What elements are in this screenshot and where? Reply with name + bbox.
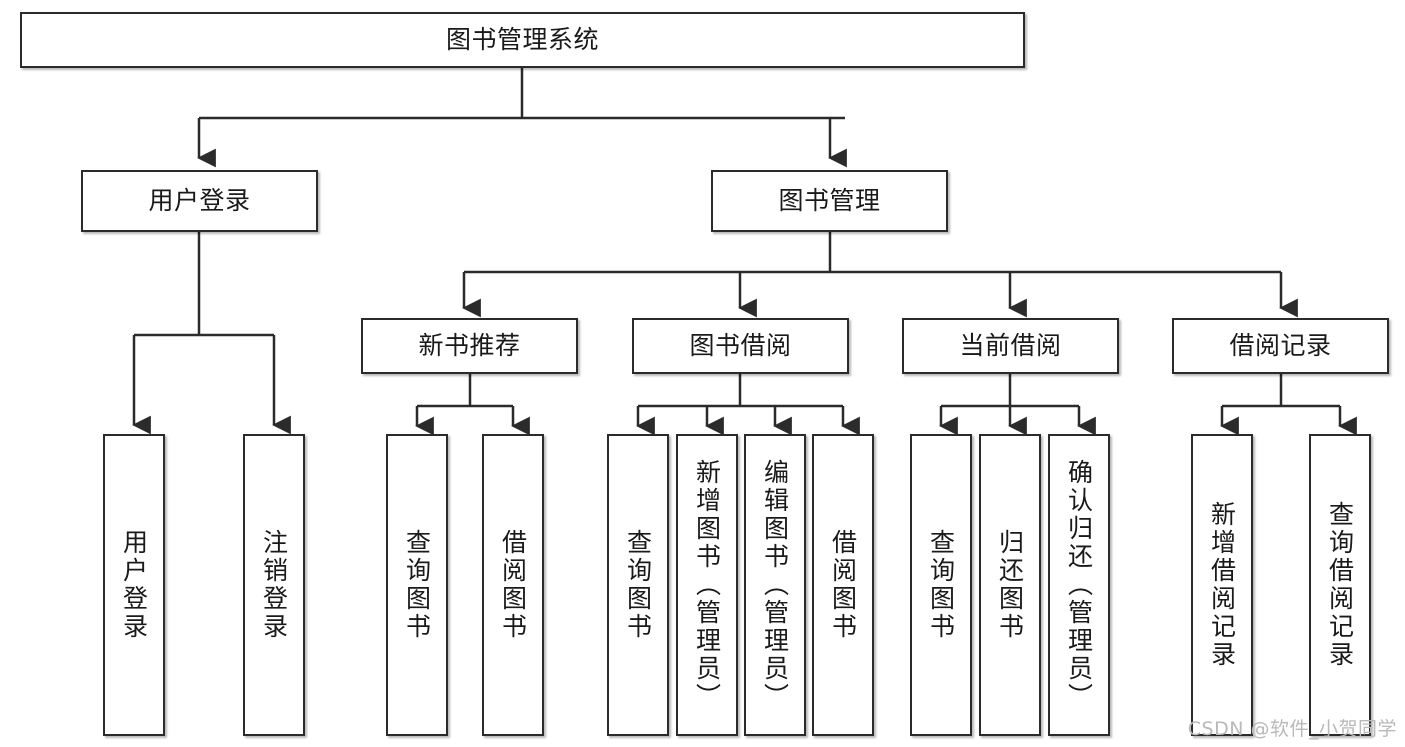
node-label: 归还图书 — [995, 529, 1025, 641]
node-book-borrow[interactable]: 图书借阅 — [632, 318, 849, 374]
node-leaf-edit-book[interactable]: 编辑图书（管理员） — [744, 434, 806, 736]
node-user-login[interactable]: 用户登录 — [81, 170, 318, 232]
node-leaf-borrow-book-2[interactable]: 借阅图书 — [812, 434, 874, 736]
node-leaf-user-login[interactable]: 用户登录 — [103, 434, 165, 736]
node-leaf-confirm-return[interactable]: 确认归还（管理员） — [1048, 434, 1110, 736]
node-label: 新书推荐 — [418, 331, 521, 360]
node-label: 注销登录 — [259, 529, 289, 641]
node-leaf-query-book-2[interactable]: 查询图书 — [607, 434, 669, 736]
node-label: 确认归还（管理员） — [1064, 459, 1094, 711]
node-label: 图书借阅 — [689, 331, 792, 360]
watermark: CSDN @软件_小贺同学 — [1187, 718, 1397, 740]
node-new-book-recommend[interactable]: 新书推荐 — [361, 318, 578, 374]
node-leaf-user-logout[interactable]: 注销登录 — [243, 434, 305, 736]
node-label: 借阅图书 — [828, 529, 858, 641]
node-current-borrow[interactable]: 当前借阅 — [902, 318, 1119, 374]
node-book-management[interactable]: 图书管理 — [711, 170, 948, 232]
node-leaf-return-book[interactable]: 归还图书 — [979, 434, 1041, 736]
node-label: 借阅记录 — [1229, 331, 1332, 360]
node-label: 查询图书 — [623, 529, 653, 641]
node-label: 查询图书 — [926, 529, 956, 641]
node-label: 新增借阅记录 — [1207, 501, 1237, 669]
node-label: 用户登录 — [119, 529, 149, 641]
node-leaf-query-record[interactable]: 查询借阅记录 — [1309, 434, 1371, 736]
node-label: 图书管理 — [778, 186, 881, 215]
node-label: 借阅图书 — [498, 529, 528, 641]
node-label: 用户登录 — [148, 186, 251, 215]
node-root-system[interactable]: 图书管理系统 — [20, 12, 1025, 68]
node-label: 编辑图书（管理员） — [760, 459, 790, 711]
node-label: 查询图书 — [402, 529, 432, 641]
node-label: 新增图书（管理员） — [692, 459, 722, 711]
node-leaf-query-book-3[interactable]: 查询图书 — [910, 434, 972, 736]
node-label: 查询借阅记录 — [1325, 501, 1355, 669]
node-borrow-record[interactable]: 借阅记录 — [1172, 318, 1389, 374]
node-leaf-borrow-book-1[interactable]: 借阅图书 — [482, 434, 544, 736]
node-leaf-query-book-1[interactable]: 查询图书 — [386, 434, 448, 736]
node-label: 图书管理系统 — [445, 25, 599, 54]
node-leaf-add-book[interactable]: 新增图书（管理员） — [676, 434, 738, 736]
node-leaf-add-record[interactable]: 新增借阅记录 — [1191, 434, 1253, 736]
node-label: 当前借阅 — [959, 331, 1062, 360]
